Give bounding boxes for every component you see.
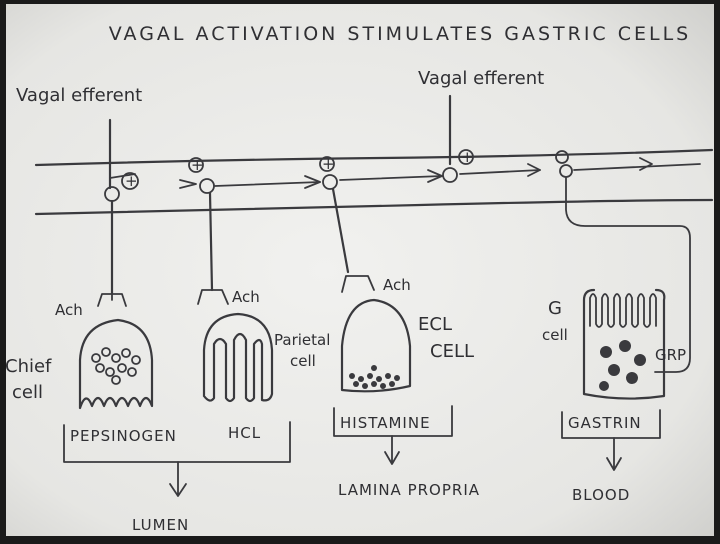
neuron-ecl: +: [214, 155, 338, 190]
ach-label-2: Ach: [232, 288, 260, 306]
lumen-label: LUMEN: [132, 516, 189, 534]
plus-sign-1: +: [125, 172, 138, 190]
nerve-trunk-bottom-line: [34, 198, 714, 216]
terminal-chief: [97, 293, 127, 307]
parietal-cell-label-line2: cell: [290, 352, 316, 370]
nerve-trunk-top-line: [34, 148, 714, 167]
gastrin-label: GASTRIN: [568, 414, 642, 432]
hcl-label: HCL: [228, 424, 261, 442]
ach-label-1: Ach: [55, 301, 83, 319]
parietal-cell-label-line1: Parietal: [274, 331, 330, 349]
g-cell-label-line1: G: [548, 298, 562, 319]
ach-label-3: Ach: [383, 276, 411, 294]
plus-sign-3: +: [322, 155, 335, 173]
paper-background: [6, 4, 714, 536]
synapse-parietal: [199, 178, 215, 194]
blood-bracket: [561, 409, 661, 471]
vagal-efferent-right: +: [339, 94, 541, 183]
ecl-cell-label-line1: ECL: [418, 314, 452, 335]
terminal-parietal: [197, 289, 229, 305]
synapse-g: [559, 164, 573, 178]
neuron-g-cell: [555, 150, 701, 373]
parietal-cell: [202, 312, 274, 403]
g-cell-label-line2: cell: [542, 326, 568, 344]
g-cell: [582, 288, 666, 400]
vagal-efferent-right-label: Vagal efferent: [418, 68, 544, 89]
histamine-label: HISTAMINE: [340, 414, 431, 432]
lamina-propria-bracket: [333, 405, 453, 465]
grp-label: GRP: [655, 346, 686, 364]
lamina-propria-label: LAMINA PROPRIA: [338, 481, 480, 499]
chief-cell-label-line2: cell: [12, 382, 43, 403]
vagal-efferent-left-label: Vagal efferent: [16, 85, 142, 106]
ecl-cell: [340, 298, 412, 393]
chief-cell-label-line1: Chief: [5, 356, 52, 377]
plus-sign-4: +: [461, 148, 474, 166]
neuron-parietal: +: [179, 156, 215, 194]
terminal-ecl: [341, 275, 375, 293]
synapse-ecl: [322, 174, 338, 190]
diagram-title: VAGAL ACTIVATION STIMULATES GASTRIC CELL…: [109, 23, 691, 45]
chief-cell: [78, 318, 154, 410]
axon-ecl: [331, 187, 350, 274]
ecl-cell-label-line2: CELL: [430, 341, 474, 362]
pepsinogen-label: PEPSINOGEN: [70, 427, 177, 445]
lumen-bracket: [63, 421, 291, 497]
axon-parietal: [208, 191, 214, 292]
blood-label: BLOOD: [572, 486, 630, 504]
plus-sign-2: +: [191, 156, 204, 174]
